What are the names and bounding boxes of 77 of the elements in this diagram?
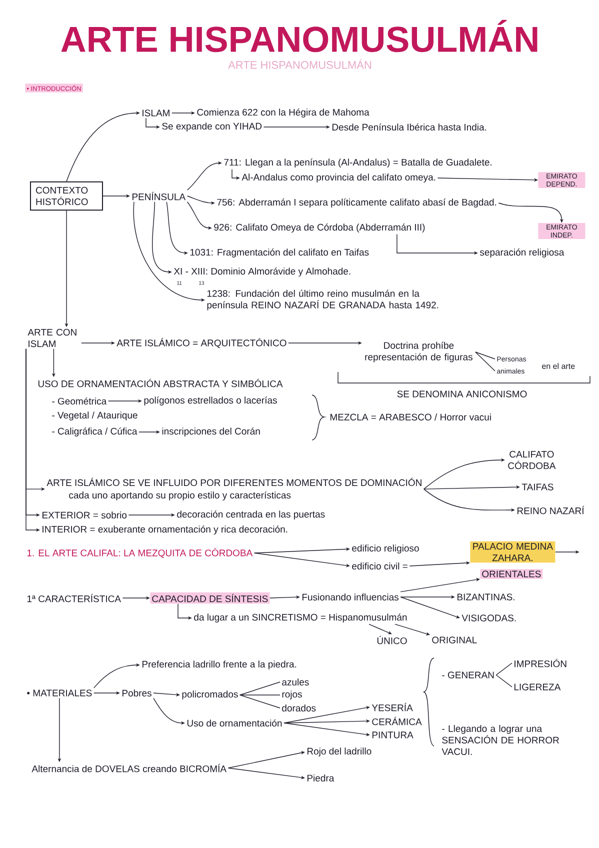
note-text: - GENERAN xyxy=(442,672,494,678)
note-text: ARTE ISLÁMICO = ARQUITECTÓNICO xyxy=(116,338,286,348)
note-text: VISIGODAS. xyxy=(462,614,516,622)
note-text: ARTE CON ISLAM xyxy=(28,328,76,348)
note-text: Preferencia ladrillo frente a la piedra. xyxy=(142,660,296,670)
note-text: edificio religioso xyxy=(352,544,419,554)
note-text: Se expande con YIHAD xyxy=(162,122,262,132)
note-text: ÚNICO xyxy=(377,636,407,644)
note-text: CALIFATO CÓRDOBA xyxy=(508,450,556,470)
note-text: 1ª CARACTERÍSTICA xyxy=(27,594,121,602)
note-text: Uso de ornamentación xyxy=(187,719,282,727)
branch-line xyxy=(475,352,496,360)
note-text: Desde Península Ibérica hasta India. xyxy=(332,123,486,131)
title: ARTE HISPANOMUSULMÁN xyxy=(61,20,538,52)
note-text: USO DE ORNAMENTACIÓN ABSTRACTA Y SIMBÓLICA xyxy=(38,378,283,388)
concept-box: CONTEXTO HISTÓRICO xyxy=(30,181,103,211)
note-text: TAIFAS xyxy=(522,484,554,490)
note-text: YESERÍA xyxy=(372,702,413,712)
note-text: polígonos estrellados o lacerías xyxy=(144,396,277,406)
note-text: - Vegetal / Ataurique xyxy=(52,412,138,420)
note-text: LIGEREZA xyxy=(514,684,561,690)
note-text: da lugar a un SINCRETISMO = Hispanomusulmán xyxy=(194,614,407,622)
highlighted-text: PALACIO MEDINA ZAHARA. xyxy=(470,541,556,563)
note-text: Al-Andalus como provincia del califato omeya. xyxy=(242,174,436,182)
note-text: decoración centrada en las puertas xyxy=(177,510,325,520)
note-text: Doctrina prohíbe representación de figuras xyxy=(365,342,472,362)
note-text: separación religiosa xyxy=(480,248,564,258)
note-text: PENÍNSULA xyxy=(132,192,186,200)
branch-line xyxy=(496,674,512,688)
note-text: BIZANTINAS. xyxy=(457,594,514,600)
note-text: CERÁMICA xyxy=(372,716,422,726)
note-text: Piedra xyxy=(307,774,334,782)
note-text: ARTE ISLÁMICO SE VE INFLUIDO POR DIFERENTES MOMENTOS DE DOMINACIÓN cada uno aportando su propio estilo y características xyxy=(46,478,422,500)
note-text: Fusionando influencias xyxy=(302,594,398,600)
note-text: PINTURA xyxy=(372,732,414,738)
highlighted-text: ORIENTALES xyxy=(480,569,543,579)
arrow xyxy=(228,751,305,768)
note-text: 756: Abderramán I separa políticamente califato abasí de Bagdad. xyxy=(217,198,496,208)
branch-line xyxy=(240,682,280,696)
note-text: 1238: Fundación del último reino musulmán en la península REINO NAZARÍ DE GRANADA hasta 1492. xyxy=(207,290,438,310)
note-text: edificio civil = xyxy=(352,562,408,570)
note-text: 711: Llegan a la península (Al-Andalus) = Batalla de Guadalete. xyxy=(224,158,492,168)
note-text: azules xyxy=(282,678,309,686)
note-text: MEZCLA = ARABESCO / Horror vacui xyxy=(330,414,491,420)
note-text: ISLAM xyxy=(142,110,170,116)
note-text: IMPRESIÓN xyxy=(514,658,566,668)
branch-line xyxy=(240,694,280,696)
note-text: ORIGINAL xyxy=(432,636,477,644)
arrow xyxy=(368,624,392,634)
note-text: REINO NAZARÍ xyxy=(517,506,584,514)
section-heading: 1. EL ARTE CALIFAL: LA MEZQUITA DE CÓRDOBA xyxy=(27,548,253,558)
note-text: - Geométrica xyxy=(52,397,107,405)
note-text: policromados xyxy=(182,690,238,700)
note-text: 1031: Fragmentación del califato en Taifas xyxy=(190,248,369,258)
note-text: - Llegando a lograr una SENSACIÓN DE HORROR VACUI. xyxy=(442,725,559,755)
note-text: • MATERIALES xyxy=(27,690,92,696)
highlighted-text: CAPACIDAD DE SÍNTESIS xyxy=(150,592,270,604)
arrow xyxy=(400,596,460,618)
branch-line xyxy=(475,352,496,372)
note-text: INTERIOR = exuberante ornamentación y rica decoración. xyxy=(42,526,288,534)
note-text: inscripciones del Corán xyxy=(162,428,260,436)
note-text: Rojo del ladrillo xyxy=(307,748,372,756)
note-text: dorados xyxy=(282,704,316,712)
note-text: - Caligráfica / Cúfica xyxy=(52,428,138,436)
note-text: Comienza 622 con la Hégira de Mahoma xyxy=(197,108,370,118)
note-text: 926: Califato Omeya de Córdoba (Abderramán III) xyxy=(214,224,425,232)
subtitle: ARTE HISPANOMUSULMÁN xyxy=(228,59,371,69)
note-text: EXTERIOR = sobrio xyxy=(42,512,127,518)
branch-line xyxy=(496,662,512,676)
arrow xyxy=(394,624,430,636)
note-text: rojos xyxy=(282,690,302,700)
note-text: XI - XIII: Dominio Almorávide y Almohade. xyxy=(174,268,350,276)
branch-line xyxy=(240,694,280,708)
note-text: SE DENOMINA ANICONISMO xyxy=(397,390,527,398)
note-text: Alternancia de DOVELAS creando BICROMÍA xyxy=(32,764,226,772)
note-text: Pobres xyxy=(122,690,152,696)
note-text: en el arte xyxy=(542,363,575,369)
